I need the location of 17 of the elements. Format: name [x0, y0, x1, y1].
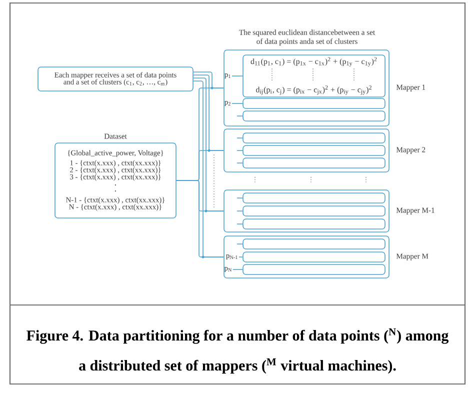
connector	[238, 256, 243, 258]
row-box	[242, 252, 386, 262]
row-box	[242, 206, 386, 216]
caption: Figure 4. Data partitioning for a number of data points ($^{N}$) among a distributed set of mappers ($^{M}$ virtual machines).	[26, 328, 449, 374]
row-box	[242, 98, 386, 109]
connector	[232, 103, 243, 104]
row-box	[242, 192, 386, 204]
row-box	[242, 145, 386, 156]
row-box	[242, 110, 386, 122]
connector	[176, 180, 224, 258]
row-box	[242, 218, 386, 230]
row-box	[242, 264, 386, 275]
row-box	[242, 132, 386, 144]
formula-box: d$_{11}$(p$_{1}$, c$_{1}$) = (p$_{1x}$ − c$_{1x}$)$^{2}$ + (p$_{1y}$ − c$_{1y}$)$^{2}$ d$_{ij}$(p$_{i}$, c$_{j}$) = (p$_{ix}$ − c$_{jx}$)$^{2}$ + (p$_{iy}$ − c$_{jy}$)$^{2}$	[242, 54, 386, 98]
row-box	[242, 158, 386, 168]
row-box	[242, 238, 386, 250]
connector	[232, 269, 243, 270]
